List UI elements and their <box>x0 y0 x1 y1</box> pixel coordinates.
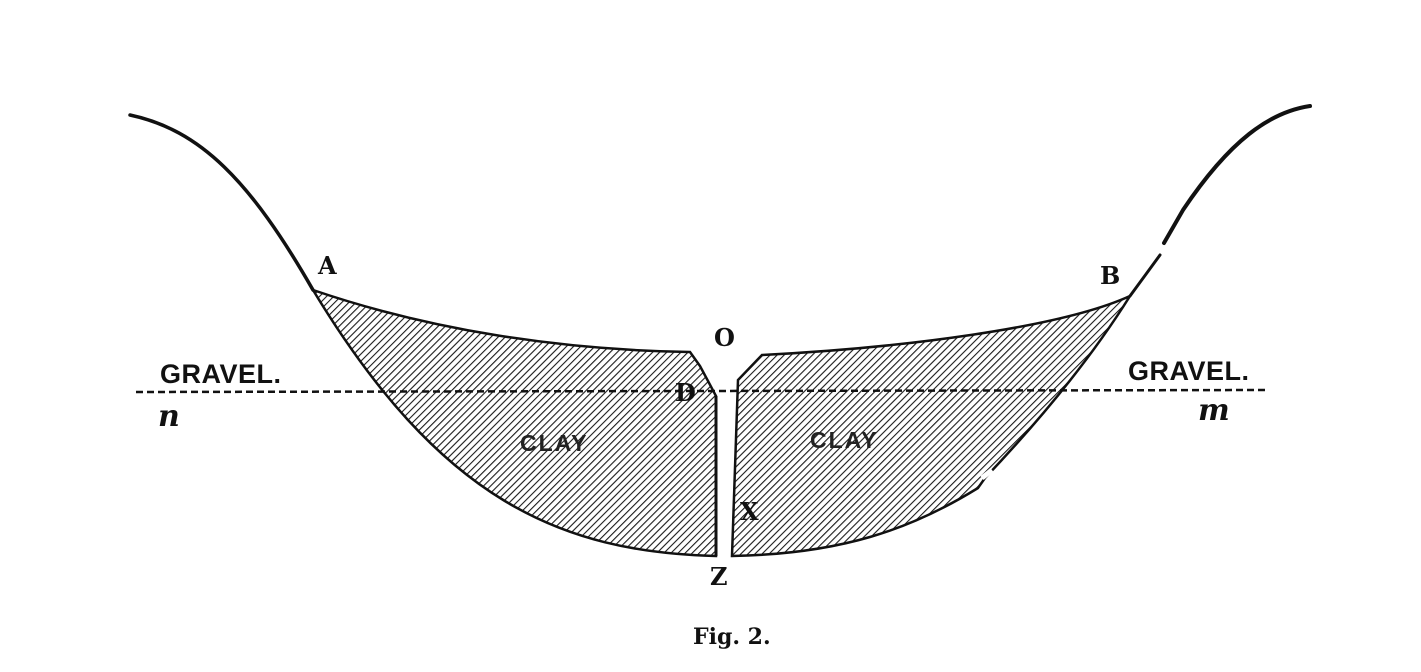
clay-body-left <box>310 287 718 558</box>
label-point-b: B <box>1100 261 1120 290</box>
valley-profile-right-segment <box>1128 253 1162 298</box>
figure-caption: Fig. 2. <box>693 624 771 650</box>
clay-body-right <box>730 293 1134 558</box>
valley-profile-right-upper <box>1162 104 1312 245</box>
water-table-line <box>135 388 1266 394</box>
label-point-z: Z <box>710 562 728 591</box>
label-clay-left: CLAY <box>520 430 589 456</box>
label-gravel-left: GRAVEL. <box>160 359 282 389</box>
label-point-x: X <box>740 497 759 526</box>
label-gravel-right: GRAVEL. <box>1128 356 1250 386</box>
label-point-a: A <box>317 251 337 280</box>
outline-gap <box>980 468 994 480</box>
valley-profile-left <box>128 113 315 292</box>
label-clay-right: CLAY <box>810 427 879 453</box>
label-m: m <box>1198 393 1230 428</box>
label-point-o: O <box>714 323 735 352</box>
label-point-d: D <box>675 378 696 407</box>
label-n: n <box>158 399 180 434</box>
